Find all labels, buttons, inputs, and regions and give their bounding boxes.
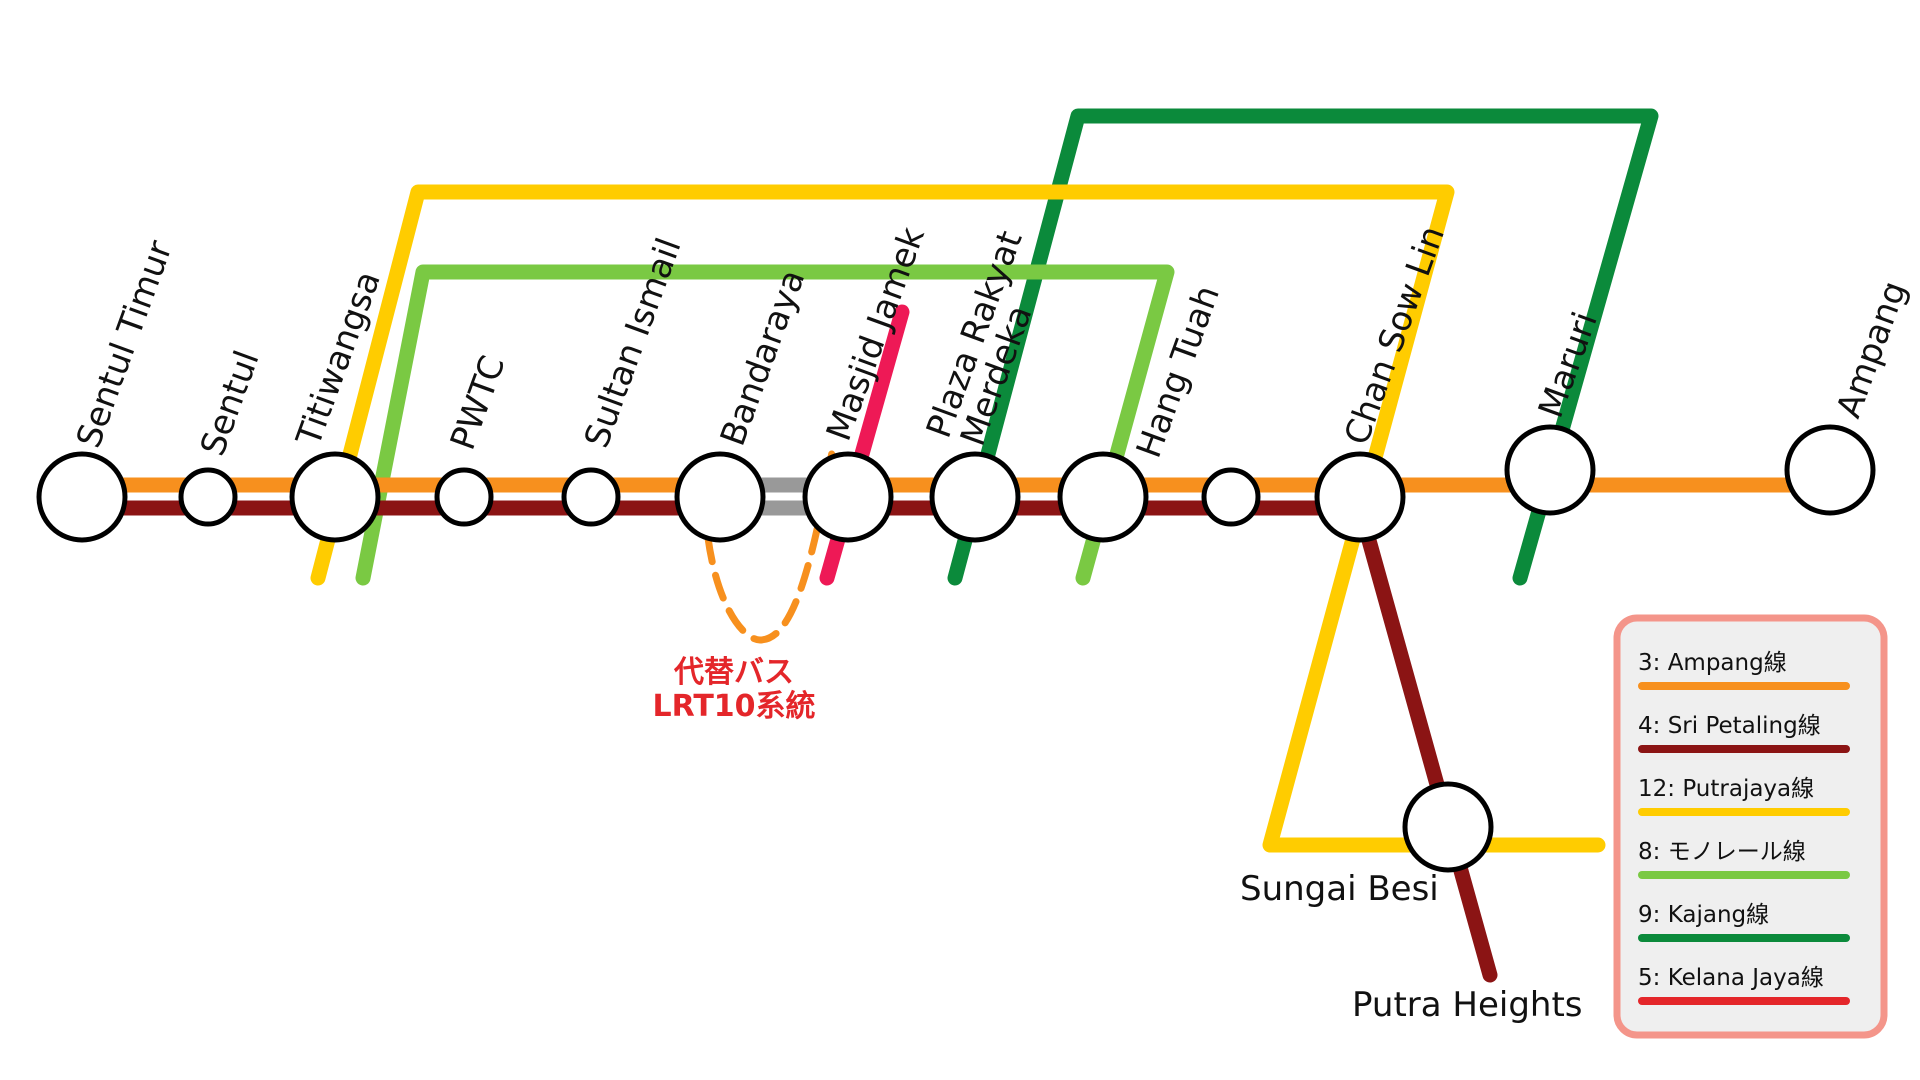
replacement-bus-route: [704, 448, 836, 644]
station-hang-tuah[interactable]: [1057, 451, 1149, 543]
label-chan-sow-lin: Chan Sow Lin: [1337, 221, 1453, 450]
station-unnamed[interactable]: [1201, 467, 1261, 527]
station-sungai-besi[interactable]: [1402, 781, 1494, 873]
legend-item-label: 9: Kajang線: [1638, 902, 1769, 928]
legend-item-label: 12: Putrajaya線: [1638, 776, 1814, 802]
bus-note-line1: 代替バス: [673, 655, 794, 690]
station-bandaraya[interactable]: [674, 451, 766, 543]
legend: 3: Ampang線 4: Sri Petaling線 12: Putrajaya線…: [1613, 614, 1888, 1039]
label-bandaraya: Bandaraya: [713, 265, 813, 451]
label-putra-heights: Putra Heights: [1352, 985, 1583, 1025]
station-ampang[interactable]: [1784, 424, 1876, 516]
station-sultan-ismail[interactable]: [561, 467, 621, 527]
legend-items: 3: Ampang線 4: Sri Petaling線 12: Putrajaya線…: [1638, 650, 1850, 1005]
station-plaza-rakyat[interactable]: [929, 451, 1021, 543]
legend-item-label: 8: モノレール線: [1638, 839, 1806, 865]
station-maluri[interactable]: [1504, 424, 1596, 516]
kajang-line-west: [947, 108, 1659, 586]
station-sentul[interactable]: [178, 467, 238, 527]
legend-item-label: 3: Ampang線: [1638, 650, 1787, 676]
legend-box: [1613, 614, 1888, 1039]
station-sentul-timur[interactable]: [36, 451, 128, 543]
putrajaya-line: [310, 184, 1606, 853]
bus-note-line2: LRT10系統: [652, 689, 815, 724]
station-pwtc[interactable]: [434, 467, 494, 527]
label-sentul: Sentul: [193, 346, 268, 462]
label-sentul-timur: Sentul Timur: [69, 235, 181, 453]
station-chan-sow-lin[interactable]: [1314, 451, 1406, 543]
label-sungai-besi: Sungai Besi: [1240, 869, 1439, 909]
label-pwtc: PWTC: [443, 351, 514, 455]
sri-petaling-line-south: [1352, 500, 1498, 983]
station-masjid-jamek[interactable]: [802, 451, 894, 543]
label-ampang: Ampang: [1829, 276, 1915, 423]
monorail-line: [355, 264, 1175, 586]
station-titiwangsa[interactable]: [289, 451, 381, 543]
label-maluri: Maruri: [1531, 307, 1606, 423]
legend-item-label: 5: Kelana Jaya線: [1638, 965, 1824, 991]
legend-item-label: 4: Sri Petaling線: [1638, 713, 1821, 739]
